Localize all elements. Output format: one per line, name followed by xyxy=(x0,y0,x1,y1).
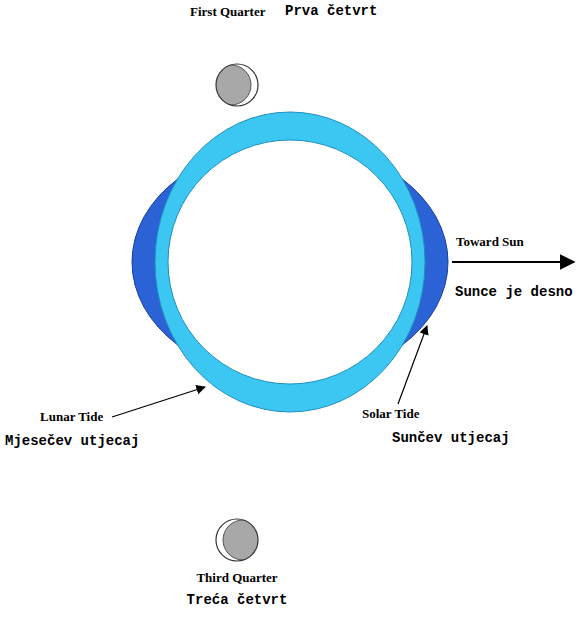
earth-circle xyxy=(168,140,412,384)
phase-label: Prva četvrt xyxy=(285,3,377,20)
solar-leader xyxy=(398,326,427,404)
tide-label: Mjesečev utjecaj xyxy=(5,433,139,450)
phase-label: First Quarter xyxy=(190,4,265,20)
direction-label: Toward Sun xyxy=(456,234,524,250)
lunar-leader xyxy=(112,387,205,417)
lunar-tide-bulge xyxy=(155,112,425,412)
third-quarter-moon xyxy=(216,519,263,561)
phase-label: Third Quarter xyxy=(196,570,277,586)
tide-label: Solar Tide xyxy=(362,406,419,422)
tide-label: Lunar Tide xyxy=(40,409,103,425)
tide-label: Sunčev utjecaj xyxy=(392,430,510,447)
phase-label: Treća četvrt xyxy=(187,592,288,609)
direction-label: Sunce je desno xyxy=(455,284,573,301)
first-quarter-moon xyxy=(211,64,258,106)
sun-arrow xyxy=(452,261,574,263)
